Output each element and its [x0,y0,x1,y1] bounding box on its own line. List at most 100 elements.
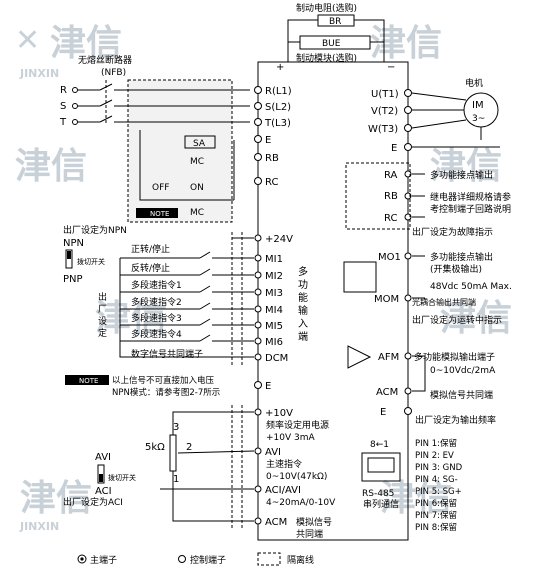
rs485-pin: PIN 6:保留 [415,498,457,509]
multi-input-char: 能 [298,291,308,304]
terminal-e2-right: E [380,407,386,418]
rs485-pin: PIN 3: GND [415,463,463,473]
factory-char: 设 [98,316,107,327]
relay-box [127,79,233,223]
watermark-brand: 津信 [50,23,122,64]
npn-section: 出厂设定为NPN NPN 拨切开关 PNP 出 厂 设 定 [63,224,127,339]
main-speed-label: 主速指令 [266,458,302,470]
rs485-connector [361,452,401,482]
terminal-mom: MOM [374,294,399,305]
rs485-pin: PIN 1:保留 [415,438,457,449]
rs485-pin: PIN 7:保留 [415,510,457,521]
legend: 主端子 控制端子 隔离线 [77,552,314,566]
rs485-sub: 串列通信 [363,498,399,510]
power-spec: +10V 3mA [266,433,316,443]
terminal-w: W(T3) [368,124,398,135]
mains-r: R [60,85,67,96]
terminal-e-right: E [391,143,397,154]
motor: 电机 IM 3~ [411,77,500,148]
dc-plus: + [276,62,284,73]
terminal-s: S(L2) [265,102,291,113]
factory-char: 厂 [98,304,107,315]
rs485-pins-label: 8←1 [370,440,389,450]
multi-input-char: 功 [298,279,308,291]
multi-input-char: 输 [298,304,308,317]
analog-input-desc: 频率设定用电源 +10V 3mA 主速指令 0~10V(47kΩ) 4~20mA… [266,419,336,540]
watermark-brand-en: JINXIN [19,67,59,80]
input-label: 多段速指令3 [131,312,182,324]
rs485-pin: PIN 8:保留 [415,522,457,533]
watermark-brand: 津信 [95,298,167,339]
terminal-mi6: MI6 [265,337,283,348]
left-terminals [254,86,262,525]
terminal-afm: AFM [378,352,399,363]
on-label: ON [190,183,204,193]
rs485-title: RS-485 [362,489,394,499]
brake-section: 制动电阻(选购) BR BUE 制动模块(选购) + − [276,2,395,73]
terminal-ra: RA [384,170,398,181]
terminal-e: E [265,135,271,146]
watermark-brand: 津信 [370,23,442,64]
terminal-rb-out: RB [384,191,398,202]
npn-switch-label: 拨切开关 [77,257,105,266]
watermarks: ✕ 津信 JINXIN 津信 津信 津信 津信 津信 津信 津信 JINXIN [15,23,512,533]
terminal-mi3: MI3 [265,288,283,299]
note-left-badge: NOTE [79,377,98,385]
multi-input-char: 多 [298,265,308,278]
potentiometer: 5kΩ 3 2 1 [145,411,255,522]
mains-t: T [59,117,67,128]
relay-out-label: 多功能接点输出 [430,169,493,181]
npn-factory: 出厂设定为NPN [63,224,127,236]
left-terminal-labels: R(L1) S(L2) T(L3) E RB RC +24V MI1 MI2 M… [264,86,301,528]
aci-spec: 4~20mA/0-10V [266,498,336,508]
watermark-x: ✕ [15,23,40,58]
terminal-mi4: MI4 [265,305,283,316]
sa-box [184,135,216,149]
terminal-mi1: MI1 [265,254,283,265]
avi-aci-switch: AVI 拨切开关 ACI 出厂设定为ACI [63,405,254,530]
watermark-brand: 津信 [15,146,87,187]
brake-resistor-label: 制动电阻(选购) [296,2,357,14]
terminal-mi2: MI2 [265,271,283,282]
terminal-24v: +24V [265,234,293,245]
terminal-rc-out: RC [384,213,397,224]
npn-label: NPN [63,238,84,249]
terminal-acm-right: ACM [376,387,398,398]
afm-default: 出厂设定为输出频率 [415,414,496,426]
rs485-pin: PIN 5: SG+ [415,487,462,497]
pot-pin1: 1 [173,474,179,485]
input-switches: 正转/停止 反转/停止 多段速指令1 多段速指令2 多段速指令3 多段速指令4 … [119,232,254,366]
input-label: 多段速指令4 [131,328,182,340]
rs485-port: 8←1 RS-485 串列通信 PIN 1:保留 PIN 2: EV PIN 3… [361,438,463,533]
power-label: 频率设定用电源 [266,419,329,431]
mo1-desc: 多功能接点输出 [430,251,493,263]
mc2-label: MC [190,208,204,218]
breaker-label: 无熔丝断路器 [78,54,132,66]
off-label: OFF [152,183,169,193]
terminal-mo1: MO1 [378,252,401,263]
pot-pin2: 2 [186,442,192,453]
multi-input-label: 多 功 能 输 入 端 [298,265,308,343]
note-badge [136,208,178,218]
terminal-r: R(L1) [265,86,292,97]
mo1-default: 出厂设定为运转中指示 [412,314,502,326]
mo1-spec: 48Vdc 50mA Max. [430,282,512,292]
note-badge-text: NOTE [150,210,169,218]
terminal-acm: ACM [265,517,287,528]
sa-label: SA [193,139,206,149]
terminal-mi5: MI5 [265,321,283,332]
afm-output: 多功能模拟输出端子 0~10Vdc/2mA 模拟信号共同端 出厂设定为输出频率 [347,345,496,426]
acm-label-2: 共同端 [296,528,323,540]
terminal-rb: RB [265,153,279,164]
pot-value: 5kΩ [145,442,165,453]
mo1-output: 多功能接点输出 (开集极输出) 48Vdc 50mA Max. 光耦合输出共同端… [343,251,512,326]
npn-switch [65,249,73,269]
terminal-u: U(T1) [371,89,399,100]
input-label: 反转/停止 [131,262,170,274]
afm-desc: 多功能模拟输出端子 [414,351,495,363]
legend-iso: 隔离线 [287,554,314,566]
relay-output: 多功能接点输出 继电器详细规格请参 考控制端子回路说明 出厂设定为故障指示 [345,162,511,238]
aci-label: ACI [95,486,112,497]
main-speed-spec: 0~10V(47kΩ) [266,472,327,482]
motor-label: 电机 [465,77,483,89]
